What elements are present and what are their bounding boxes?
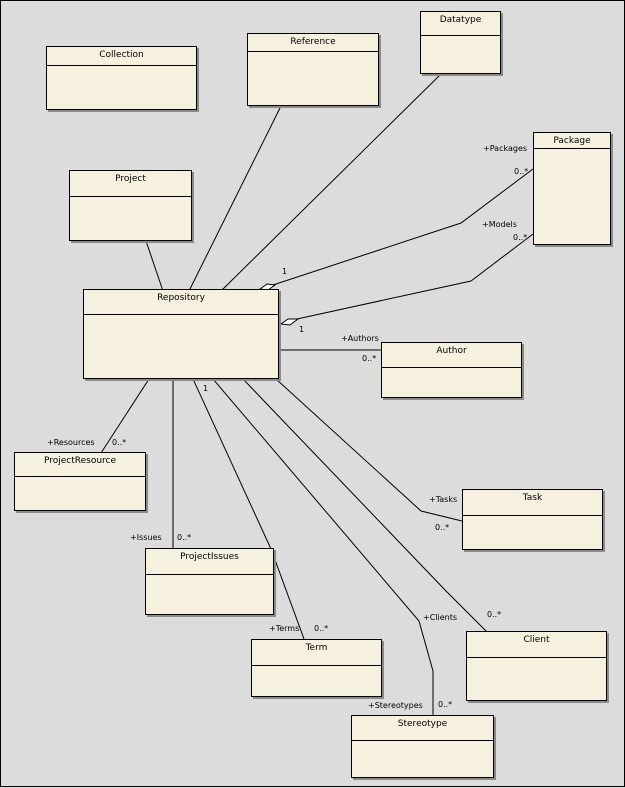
multiplicity-terms-near: 1: [203, 384, 209, 393]
class-project[interactable]: Project: [69, 170, 192, 241]
multiplicity-stereotypes-far: 0..*: [438, 700, 453, 709]
class-name: Stereotype: [352, 716, 493, 741]
class-author[interactable]: Author: [381, 342, 522, 398]
multiplicity-packages-near: 1: [282, 267, 288, 276]
class-datatype[interactable]: Datatype: [420, 11, 501, 74]
multiplicity-models-near: 1: [299, 325, 305, 334]
aggregation-diamond-models: [279, 318, 300, 326]
class-term[interactable]: Term: [251, 639, 382, 697]
link-tasks: [275, 378, 463, 522]
class-task[interactable]: Task: [462, 489, 603, 550]
class-name: Term: [252, 640, 381, 666]
role-label-tasks: +Tasks: [429, 495, 458, 504]
class-package[interactable]: Package: [533, 132, 611, 245]
role-label-terms: +Terms: [269, 624, 300, 633]
multiplicity-models-far: 0..*: [513, 233, 528, 242]
link-datatype: [220, 73, 442, 292]
class-name: Reference: [248, 34, 378, 52]
class-name: Project: [70, 171, 191, 197]
link-models: [296, 233, 534, 320]
role-label-authors: +Authors: [341, 334, 379, 343]
class-name: Author: [382, 343, 521, 368]
class-name: Package: [534, 133, 610, 149]
role-label-issues: +Issues: [130, 533, 162, 542]
role-label-packages: +Packages: [483, 144, 528, 153]
class-name: Collection: [47, 47, 196, 66]
class-name: Datatype: [421, 12, 500, 36]
class-name: ProjectResource: [15, 453, 145, 477]
multiplicity-clients-far: 0..*: [487, 610, 502, 619]
class-stereotype[interactable]: Stereotype: [351, 715, 494, 778]
class-repository[interactable]: Repository: [83, 289, 279, 379]
role-label-models: +Models: [482, 220, 517, 229]
class-name: Task: [463, 490, 602, 516]
class-name: Client: [467, 632, 606, 658]
link-reference: [188, 105, 282, 292]
role-label-clients: +Clients: [423, 613, 458, 622]
multiplicity-issues-far: 0..*: [177, 533, 192, 542]
role-label-resources: +Resources: [47, 438, 95, 447]
link-stereotypes: [212, 378, 434, 715]
class-collection[interactable]: Collection: [46, 46, 197, 110]
multiplicity-terms-far: 0..*: [314, 624, 329, 633]
class-project-resource[interactable]: ProjectResource: [14, 452, 146, 511]
multiplicity-authors-far: 0..*: [362, 354, 377, 363]
link-resources: [100, 378, 150, 454]
link-packages: [272, 168, 534, 286]
class-name: Repository: [84, 290, 278, 315]
role-label-stereotypes: +Stereotypes: [368, 701, 423, 710]
multiplicity-tasks-far: 0..*: [435, 523, 450, 532]
class-name: ProjectIssues: [146, 549, 273, 575]
link-project: [145, 240, 164, 292]
link-clients: [242, 378, 490, 635]
class-project-issues[interactable]: ProjectIssues: [145, 548, 274, 615]
multiplicity-resources-far: 0..*: [112, 438, 127, 447]
class-client[interactable]: Client: [466, 631, 607, 701]
multiplicity-packages-far: 0..*: [514, 167, 529, 176]
class-reference[interactable]: Reference: [247, 33, 379, 106]
